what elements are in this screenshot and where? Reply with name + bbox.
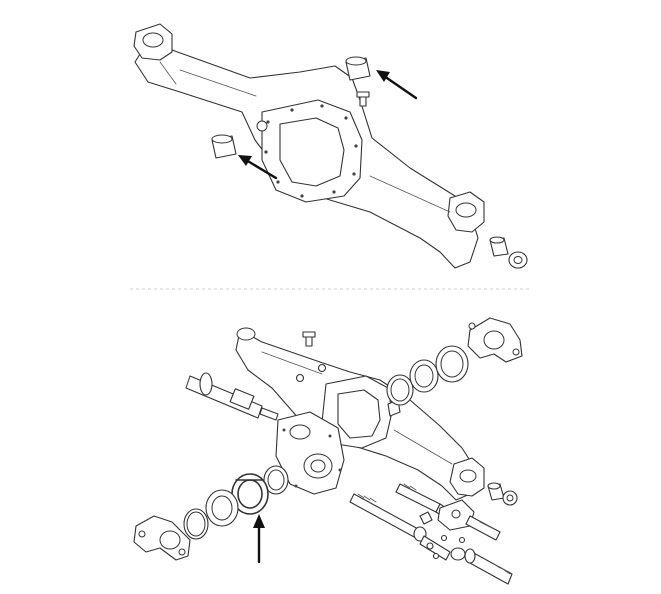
housing-rib [261, 351, 323, 375]
right-bearing-cap [467, 317, 523, 363]
axle-shaft-long [349, 493, 466, 561]
housing-breather [302, 331, 316, 347]
universal-joint [437, 499, 501, 541]
beam-rib [179, 69, 257, 97]
carrier-opening [279, 117, 345, 187]
left-yoke-bore [142, 32, 164, 48]
pinion-shaft [185, 372, 279, 421]
housing-right-bore [459, 469, 477, 483]
bearing-race [205, 489, 239, 527]
bearing-race-right [409, 359, 439, 393]
housing-rib [393, 429, 453, 465]
seal-ring-right [386, 374, 414, 406]
bushing-top [345, 56, 371, 81]
right-yoke-bore [455, 202, 477, 218]
breather-fitting [356, 91, 370, 107]
snap-ring [183, 508, 209, 540]
assembled-axle-housing [133, 23, 528, 269]
breather-boss [256, 120, 268, 132]
left-bearing-cap [133, 515, 191, 561]
outer-bushing [487, 482, 505, 501]
outer-seal [502, 490, 518, 506]
bushing-left [211, 134, 237, 159]
beam-rib [369, 175, 451, 213]
bearing-cup-marked [231, 473, 269, 515]
beam-rib [159, 61, 177, 85]
exploded-axle-assembly [133, 317, 523, 585]
differential-carrier [275, 411, 345, 495]
housing-carrier-opening [337, 389, 381, 439]
housing-plug [317, 363, 327, 373]
carrier-bolts [264, 104, 358, 198]
stub-shaft [464, 548, 513, 585]
arrow-bearing-cup [253, 514, 265, 564]
bearing-cup-right [435, 345, 469, 383]
housing-left-bore [236, 327, 256, 341]
arrow-bushing-left [238, 155, 278, 180]
end-seal-ring [508, 251, 528, 269]
end-bushing [489, 236, 509, 257]
spacer-ring [263, 465, 289, 495]
arrow-bushing-top [376, 70, 418, 100]
small-hardware [419, 511, 466, 560]
housing-plug [295, 373, 305, 383]
